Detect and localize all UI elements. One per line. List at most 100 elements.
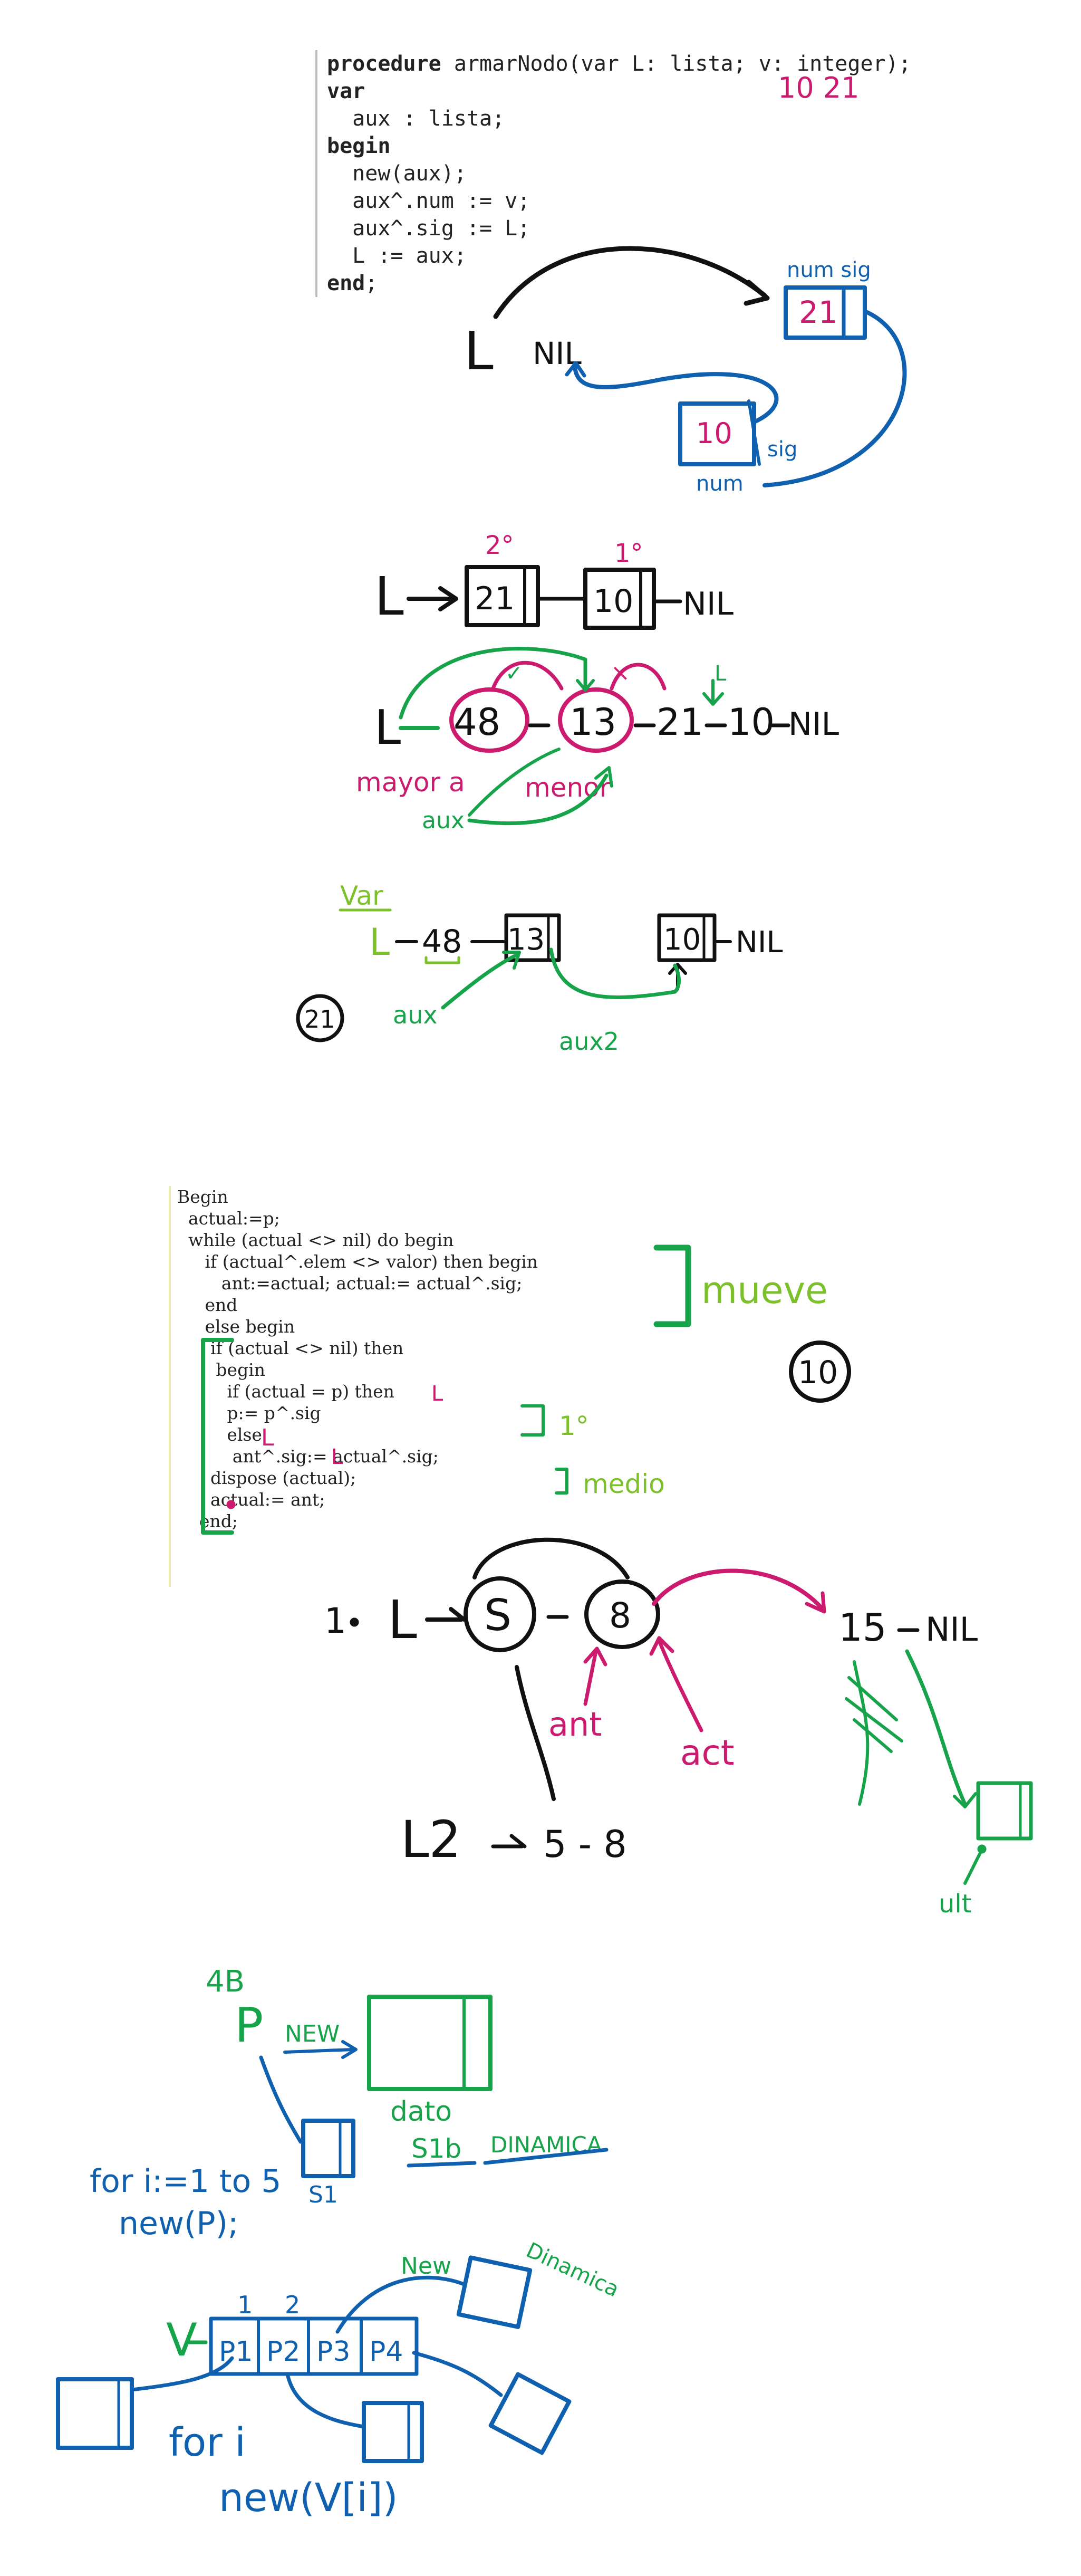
cell-p4: P4: [369, 2336, 403, 2368]
cell-p1: P1: [219, 2336, 253, 2368]
node-21-value: 21: [799, 294, 838, 330]
node-10-value-4: 10: [663, 923, 701, 957]
code-line: actual:=p;: [177, 1208, 280, 1229]
code-line: procedure armarNodo(var L: lista; v: int…: [327, 52, 911, 76]
step-circle-10-label: 10: [798, 1354, 838, 1391]
list-label-6: L: [388, 1589, 417, 1651]
first-label: 1°: [559, 1411, 589, 1441]
node-10-value-3: 10: [728, 701, 775, 744]
code-block-armarnodo: procedure armarNodo(var L: lista; v: int…: [315, 50, 911, 297]
code-line: Begin: [177, 1186, 228, 1207]
section-simple-list: L 2° 1° 21 10 NIL: [374, 531, 734, 630]
code-line: else: [177, 1424, 262, 1445]
aux-label-4: aux: [393, 1001, 438, 1029]
node-s-circle: [464, 1576, 536, 1652]
node-13-circle: [558, 687, 634, 753]
vector-box: [209, 2316, 419, 2376]
section-delete-diagram: 1 L S 8 15 NIL ult ant act: [324, 1537, 1033, 1919]
code-line: while (actual <> nil) do begin: [177, 1230, 454, 1250]
list-label: L: [464, 320, 494, 382]
list2-values: 5 - 8: [543, 1823, 627, 1866]
code-line: if (actual^.elem <> valor) then begin: [177, 1251, 538, 1272]
new-node-box: [456, 2255, 533, 2329]
new-label-2: New: [401, 2253, 451, 2280]
section-vector-pointers: 1 2 V P1 P2 P3 P4 New Dinamica for i: [56, 2238, 623, 2521]
step-circle-10: [789, 1340, 851, 1403]
order-1-label: 1°: [614, 539, 643, 568]
code-line: ant^.sig:= actual^.sig;: [177, 1446, 439, 1467]
node-10-box-4: [657, 913, 717, 962]
left-node-box: [56, 2377, 134, 2450]
ult-label: ult: [939, 1889, 972, 1919]
code-line: ant:=actual; actual:= actual^.sig;: [177, 1273, 523, 1294]
code-line: else begin: [177, 1316, 295, 1337]
check-mark: ✓: [505, 662, 523, 686]
code-line: aux : lista;: [327, 107, 505, 131]
mayor-label: mayor a: [356, 767, 465, 798]
node-10-value-2: 10: [593, 583, 633, 620]
sb-label: S1b: [411, 2133, 461, 2164]
node-13-box-4: [504, 913, 561, 962]
num-sig-label: num sig: [787, 258, 871, 282]
code-line: if (actual <> nil) then: [177, 1338, 404, 1358]
node-13-value: 13: [570, 701, 616, 744]
new-p-label: new(P);: [119, 2205, 238, 2242]
for-i-label: for i: [169, 2420, 246, 2465]
step-circle-21: [296, 994, 344, 1042]
aux-label-3: aux: [422, 807, 465, 834]
nil-label-2: NIL: [683, 586, 734, 623]
cross-mark: ×: [611, 659, 630, 686]
section-code2-annotations: mueve 10 1° medio L L L: [201, 1244, 851, 1535]
node-8-circle: [584, 1579, 660, 1649]
node-10-value: 10: [696, 417, 732, 450]
code-line: end: [177, 1295, 238, 1315]
code-line: begin: [327, 134, 391, 158]
mueve-label: mueve: [701, 1269, 828, 1312]
node-15-value: 15: [838, 1605, 887, 1650]
code-line: L := aux;: [327, 244, 467, 268]
s1-label: S1: [308, 2181, 338, 2208]
dato-box: [367, 1995, 493, 2091]
l-mark-1: L: [431, 1382, 443, 1406]
nil-label-4: NIL: [736, 925, 783, 960]
order-2-label: 2°: [485, 531, 514, 560]
node-21-value-3: 21: [657, 701, 703, 744]
l-mark-2: L: [261, 1424, 274, 1451]
nil-label-3: NIL: [788, 706, 839, 743]
code-line: aux^.num := v;: [327, 189, 530, 213]
l-marker: L: [715, 662, 727, 686]
bytes-label: 4B: [206, 1965, 245, 1999]
node-s-value: S: [484, 1591, 511, 1641]
index-2-label: 2: [285, 2291, 300, 2319]
node-21-value-2: 21: [475, 580, 515, 617]
list-label-2: L: [374, 566, 404, 627]
dato-label: dato: [390, 2096, 452, 2128]
dinamica-label-2: Dinamica: [523, 2238, 623, 2302]
section-insert-sorted: L 48 13 21 10 NIL ✓ × L: [356, 647, 839, 834]
aux2-label: aux2: [559, 1027, 619, 1056]
s1-box: [301, 2119, 355, 2178]
sig-label: sig: [767, 437, 797, 462]
p2-target-box: [362, 2401, 424, 2463]
one-label: 1: [324, 1601, 346, 1641]
node-48-circle: [449, 687, 529, 753]
section-aux-pointers: Var L 48 13 10 NIL 21 aux aux2: [296, 880, 783, 1056]
node-10-box-2: [583, 568, 656, 630]
medio-label: medio: [583, 1469, 665, 1499]
pointer-p-label: P: [235, 1998, 263, 2053]
code-line: end;: [177, 1511, 238, 1531]
code-line: var: [327, 79, 365, 103]
section-armarnodo-diagram: 10 21 L NIL num sig 21 10 sig num: [464, 71, 907, 496]
index-1-label: 1: [237, 2291, 253, 2319]
cell-p2: P2: [266, 2336, 300, 2368]
section-dynamic-memory: 4B P NEW dato S1b DINAMICA S1 for i:=1 t…: [90, 1965, 609, 2242]
code-line: end;: [327, 271, 378, 295]
order-label: 10 21: [778, 71, 860, 104]
code-line: p:= p^.sig: [177, 1403, 321, 1423]
code-line: dispose (actual);: [177, 1468, 356, 1488]
code-line: aux^.sig := L;: [327, 216, 530, 241]
node-48-value: 48: [453, 701, 500, 744]
code-line: if (actual = p) then: [177, 1381, 394, 1402]
list2-label: L2: [401, 1810, 461, 1869]
